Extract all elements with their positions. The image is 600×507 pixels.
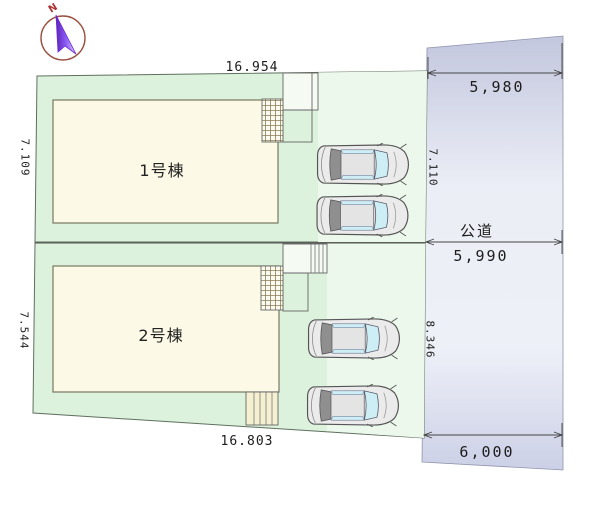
building-2-label: 2号棟 [138, 326, 184, 345]
dim-plot1-depth: 7.109 [18, 138, 32, 177]
building-1-porch-tiles [261, 98, 284, 143]
car-icon [305, 384, 400, 427]
building-2-entry-extension [282, 243, 328, 274]
dim-plot2-depth: 7.544 [17, 311, 31, 350]
dim-road-mid: 5,990 [453, 247, 509, 265]
building-1 [52, 99, 279, 224]
road-label: 公道 [459, 222, 494, 240]
dim-road-upper-depth: 7.110 [426, 148, 440, 187]
dim-top-width: 16.954 [225, 60, 279, 75]
car-icon [314, 194, 410, 237]
dim-bottom-width: 16.803 [220, 434, 274, 449]
compass-needle-icon [55, 14, 77, 55]
building-2-porch-tiles [260, 265, 284, 311]
dim-road-lower-depth: 8.346 [423, 320, 437, 359]
building-1-entry-extension [282, 72, 319, 111]
building-2-entry-stairs [310, 244, 324, 273]
car-icon [315, 143, 410, 186]
dimension-lines [422, 43, 564, 447]
dim-road-bottom: 6,000 [459, 443, 515, 461]
compass: N [40, 2, 86, 61]
building-2 [52, 265, 280, 393]
compass-ring [40, 15, 86, 61]
car-icon [306, 317, 401, 360]
building-1-label: 1号棟 [139, 161, 185, 180]
building-2-south-steps [245, 391, 279, 426]
dim-road-top: 5,980 [469, 78, 525, 96]
compass-north-label: N [47, 2, 60, 16]
